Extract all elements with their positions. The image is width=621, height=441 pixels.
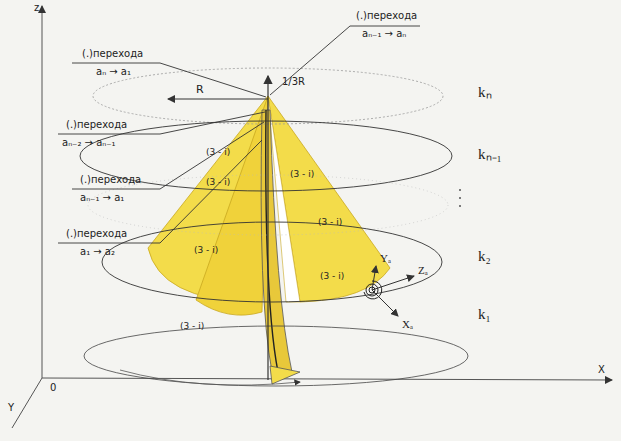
callout-text: (.)перехода bbox=[66, 228, 127, 239]
callout-text: (.)перехода bbox=[66, 119, 127, 130]
callout-text: a₁ → a₂ bbox=[80, 246, 115, 257]
segment-label: (3 - i) bbox=[206, 178, 230, 188]
segment-label: (3 - i) bbox=[206, 148, 230, 158]
axis-label: 0 bbox=[50, 382, 56, 393]
local-axis-label: Xₐ bbox=[402, 318, 413, 330]
axis-label: 1/3R bbox=[282, 76, 305, 87]
callout-text: aₙ₋₂ → aₙ₋₁ bbox=[62, 137, 116, 148]
segment-label: (3 - i) bbox=[180, 322, 204, 332]
callout-text: aₙ₋₁ → a₁ bbox=[80, 192, 124, 203]
local-axis-label: Yₐ bbox=[380, 252, 391, 264]
segment-label: (3 - i) bbox=[320, 272, 344, 282]
local-axis-label: Zₐ bbox=[418, 264, 428, 276]
callout-text: (.)перехода bbox=[82, 48, 143, 59]
segment-label: (3 - i) bbox=[290, 170, 314, 180]
level-label: kₙ₋₁ bbox=[478, 146, 502, 163]
level-label: k₂ bbox=[478, 248, 491, 265]
axis-label: z bbox=[34, 2, 39, 13]
callout-text: aₙ → a₁ bbox=[96, 66, 131, 77]
level-label: kₙ bbox=[478, 84, 492, 101]
radius-label: R bbox=[196, 84, 204, 96]
axis-label: X bbox=[598, 364, 605, 375]
axis-label: Y bbox=[8, 402, 14, 413]
callout-text: (.)перехода bbox=[356, 10, 417, 21]
segment-label: (3 - i) bbox=[194, 246, 218, 256]
callout-text: aₙ₋₁ → aₙ bbox=[362, 28, 406, 39]
level-label: k₁ bbox=[478, 306, 491, 323]
segment-label: (3 - i) bbox=[318, 218, 342, 228]
callout-text: (.)перехода bbox=[80, 174, 141, 185]
